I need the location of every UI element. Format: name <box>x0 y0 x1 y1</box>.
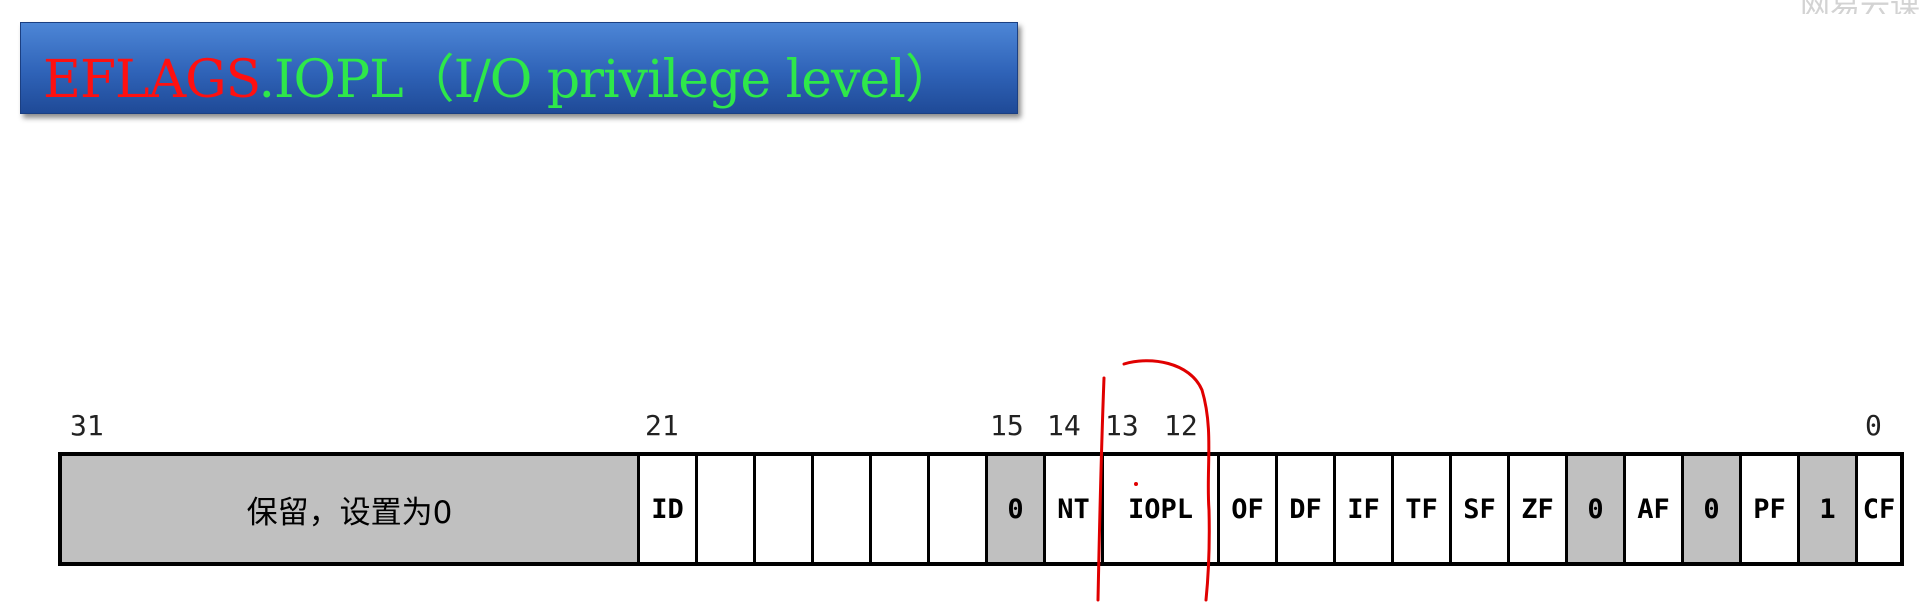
reserved-field: 保留，设置为0 <box>62 456 640 562</box>
flag-reserved-3: 0 <box>1684 456 1742 562</box>
flag-empty <box>756 456 814 562</box>
flag-nt: NT <box>1046 456 1104 562</box>
flag-reserved-15: 0 <box>988 456 1046 562</box>
bit-label-12: 12 <box>1164 409 1198 442</box>
title-eflags: EFLAGS <box>43 50 259 110</box>
annotation-bracket-stroke <box>1122 359 1211 602</box>
flag-empty <box>814 456 872 562</box>
bit-label-13: 13 <box>1105 409 1139 442</box>
flag-df: DF <box>1278 456 1336 562</box>
flag-cf: CF <box>1862 493 1896 525</box>
flag-iopl: IOPL <box>1104 456 1220 562</box>
annotation-left-stroke <box>1096 376 1106 602</box>
flag-tf: TF <box>1394 456 1452 562</box>
bit-label-0: 0 <box>1865 409 1882 442</box>
bit-label-14: 14 <box>1047 409 1081 442</box>
flag-af: AF <box>1626 456 1684 562</box>
flag-of: OF <box>1220 456 1278 562</box>
watermark-logo: 网易云课 <box>1690 0 1920 14</box>
slide-title: EFLAGS.IOPL（I/O privilege level） <box>43 37 957 112</box>
flag-empty <box>930 456 988 562</box>
flag-pf: PF <box>1742 456 1800 562</box>
flag-if: IF <box>1336 456 1394 562</box>
annotation-dot <box>1134 482 1138 486</box>
bit-label-31: 31 <box>70 409 104 442</box>
bit-label-15: 15 <box>990 409 1024 442</box>
flag-reserved-5: 0 <box>1568 456 1626 562</box>
title-banner: EFLAGS.IOPL（I/O privilege level） <box>20 22 1018 114</box>
flag-empty <box>698 456 756 562</box>
eflags-register: 保留，设置为0 ID 0 NT IOPL OF DF IF TF SF ZF 0… <box>58 452 1904 566</box>
flag-reserved-1: 1 <box>1800 456 1858 562</box>
title-iopl: .IOPL（I/O privilege level） <box>258 50 956 110</box>
flag-id: ID <box>640 456 698 562</box>
flag-zf: ZF <box>1510 456 1568 562</box>
bit-label-21: 21 <box>645 409 679 442</box>
flag-sf: SF <box>1452 456 1510 562</box>
flag-empty <box>872 456 930 562</box>
